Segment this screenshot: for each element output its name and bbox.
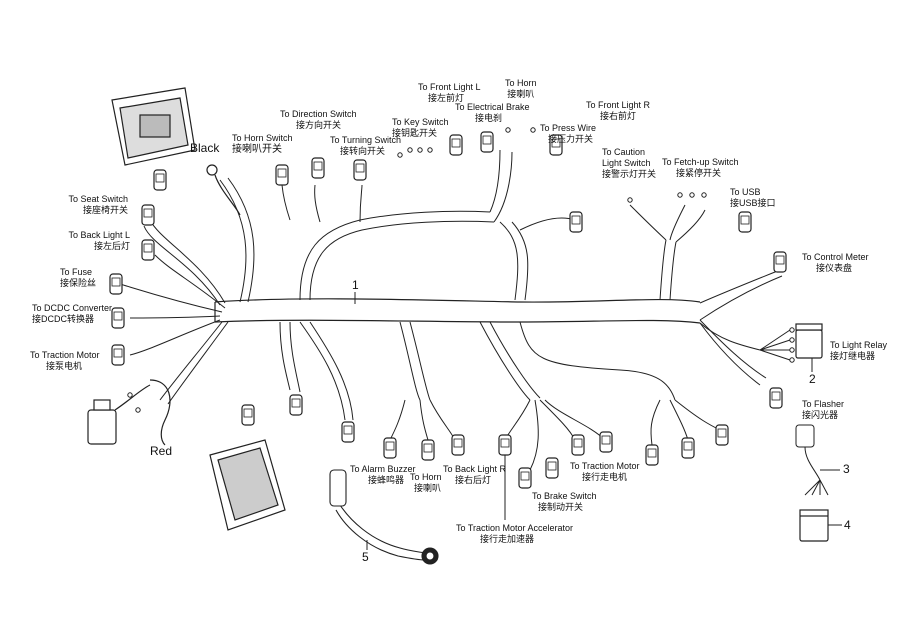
black-wire-terminal	[206, 164, 241, 216]
relay-4	[799, 509, 829, 542]
main-harness-trunk	[214, 298, 701, 324]
controller-bottom	[209, 439, 286, 531]
harness-branches	[119, 149, 791, 471]
part-number-2: 2	[809, 372, 816, 386]
part-number-4: 4	[844, 518, 851, 532]
label-red-wire: Red	[150, 444, 173, 458]
flasher-harness-3	[795, 424, 840, 496]
light-relay-2	[795, 323, 823, 359]
connectors	[109, 127, 795, 489]
fuse-block	[87, 379, 171, 446]
label-black-wire: Black	[190, 141, 220, 155]
controller-top	[111, 87, 196, 166]
part-number-3: 3	[843, 462, 850, 476]
accelerator-harness-5	[329, 469, 439, 565]
part-number-1: 1	[352, 278, 359, 292]
part-number-5: 5	[362, 550, 369, 564]
